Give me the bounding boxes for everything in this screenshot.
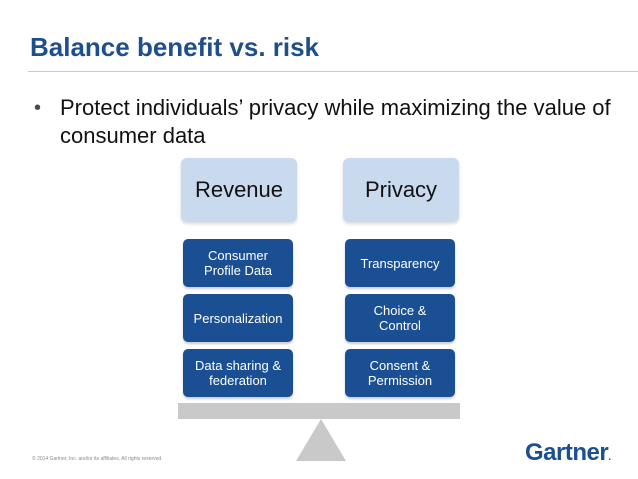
bullet-text: Protect individuals’ privacy while maxim…	[60, 95, 611, 148]
privacy-item-consent-permission: Consent & Permission	[345, 349, 455, 397]
logo-text: Gartner	[525, 439, 609, 466]
revenue-item-data-sharing: Data sharing & federation	[183, 349, 293, 397]
privacy-header: Privacy	[343, 158, 459, 222]
revenue-item-personalization: Personalization	[183, 294, 293, 342]
logo-mark: .	[608, 452, 611, 463]
revenue-header: Revenue	[181, 158, 297, 222]
scale-fulcrum-icon	[296, 419, 346, 461]
slide-title: Balance benefit vs. risk	[30, 32, 320, 62]
privacy-item-transparency: Transparency	[345, 239, 455, 287]
bullet-point: • Protect individuals’ privacy while max…	[34, 94, 614, 150]
revenue-item-consumer-profile-data: Consumer Profile Data	[183, 239, 293, 287]
bullet-dot-icon: •	[34, 97, 42, 119]
privacy-item-choice-control: Choice & Control	[345, 294, 455, 342]
scale-beam	[178, 403, 460, 419]
copyright-notice: © 2014 Gartner, Inc. and/or its affiliat…	[32, 456, 163, 462]
title-divider	[28, 71, 638, 72]
gartner-logo: Gartner.	[525, 439, 611, 467]
